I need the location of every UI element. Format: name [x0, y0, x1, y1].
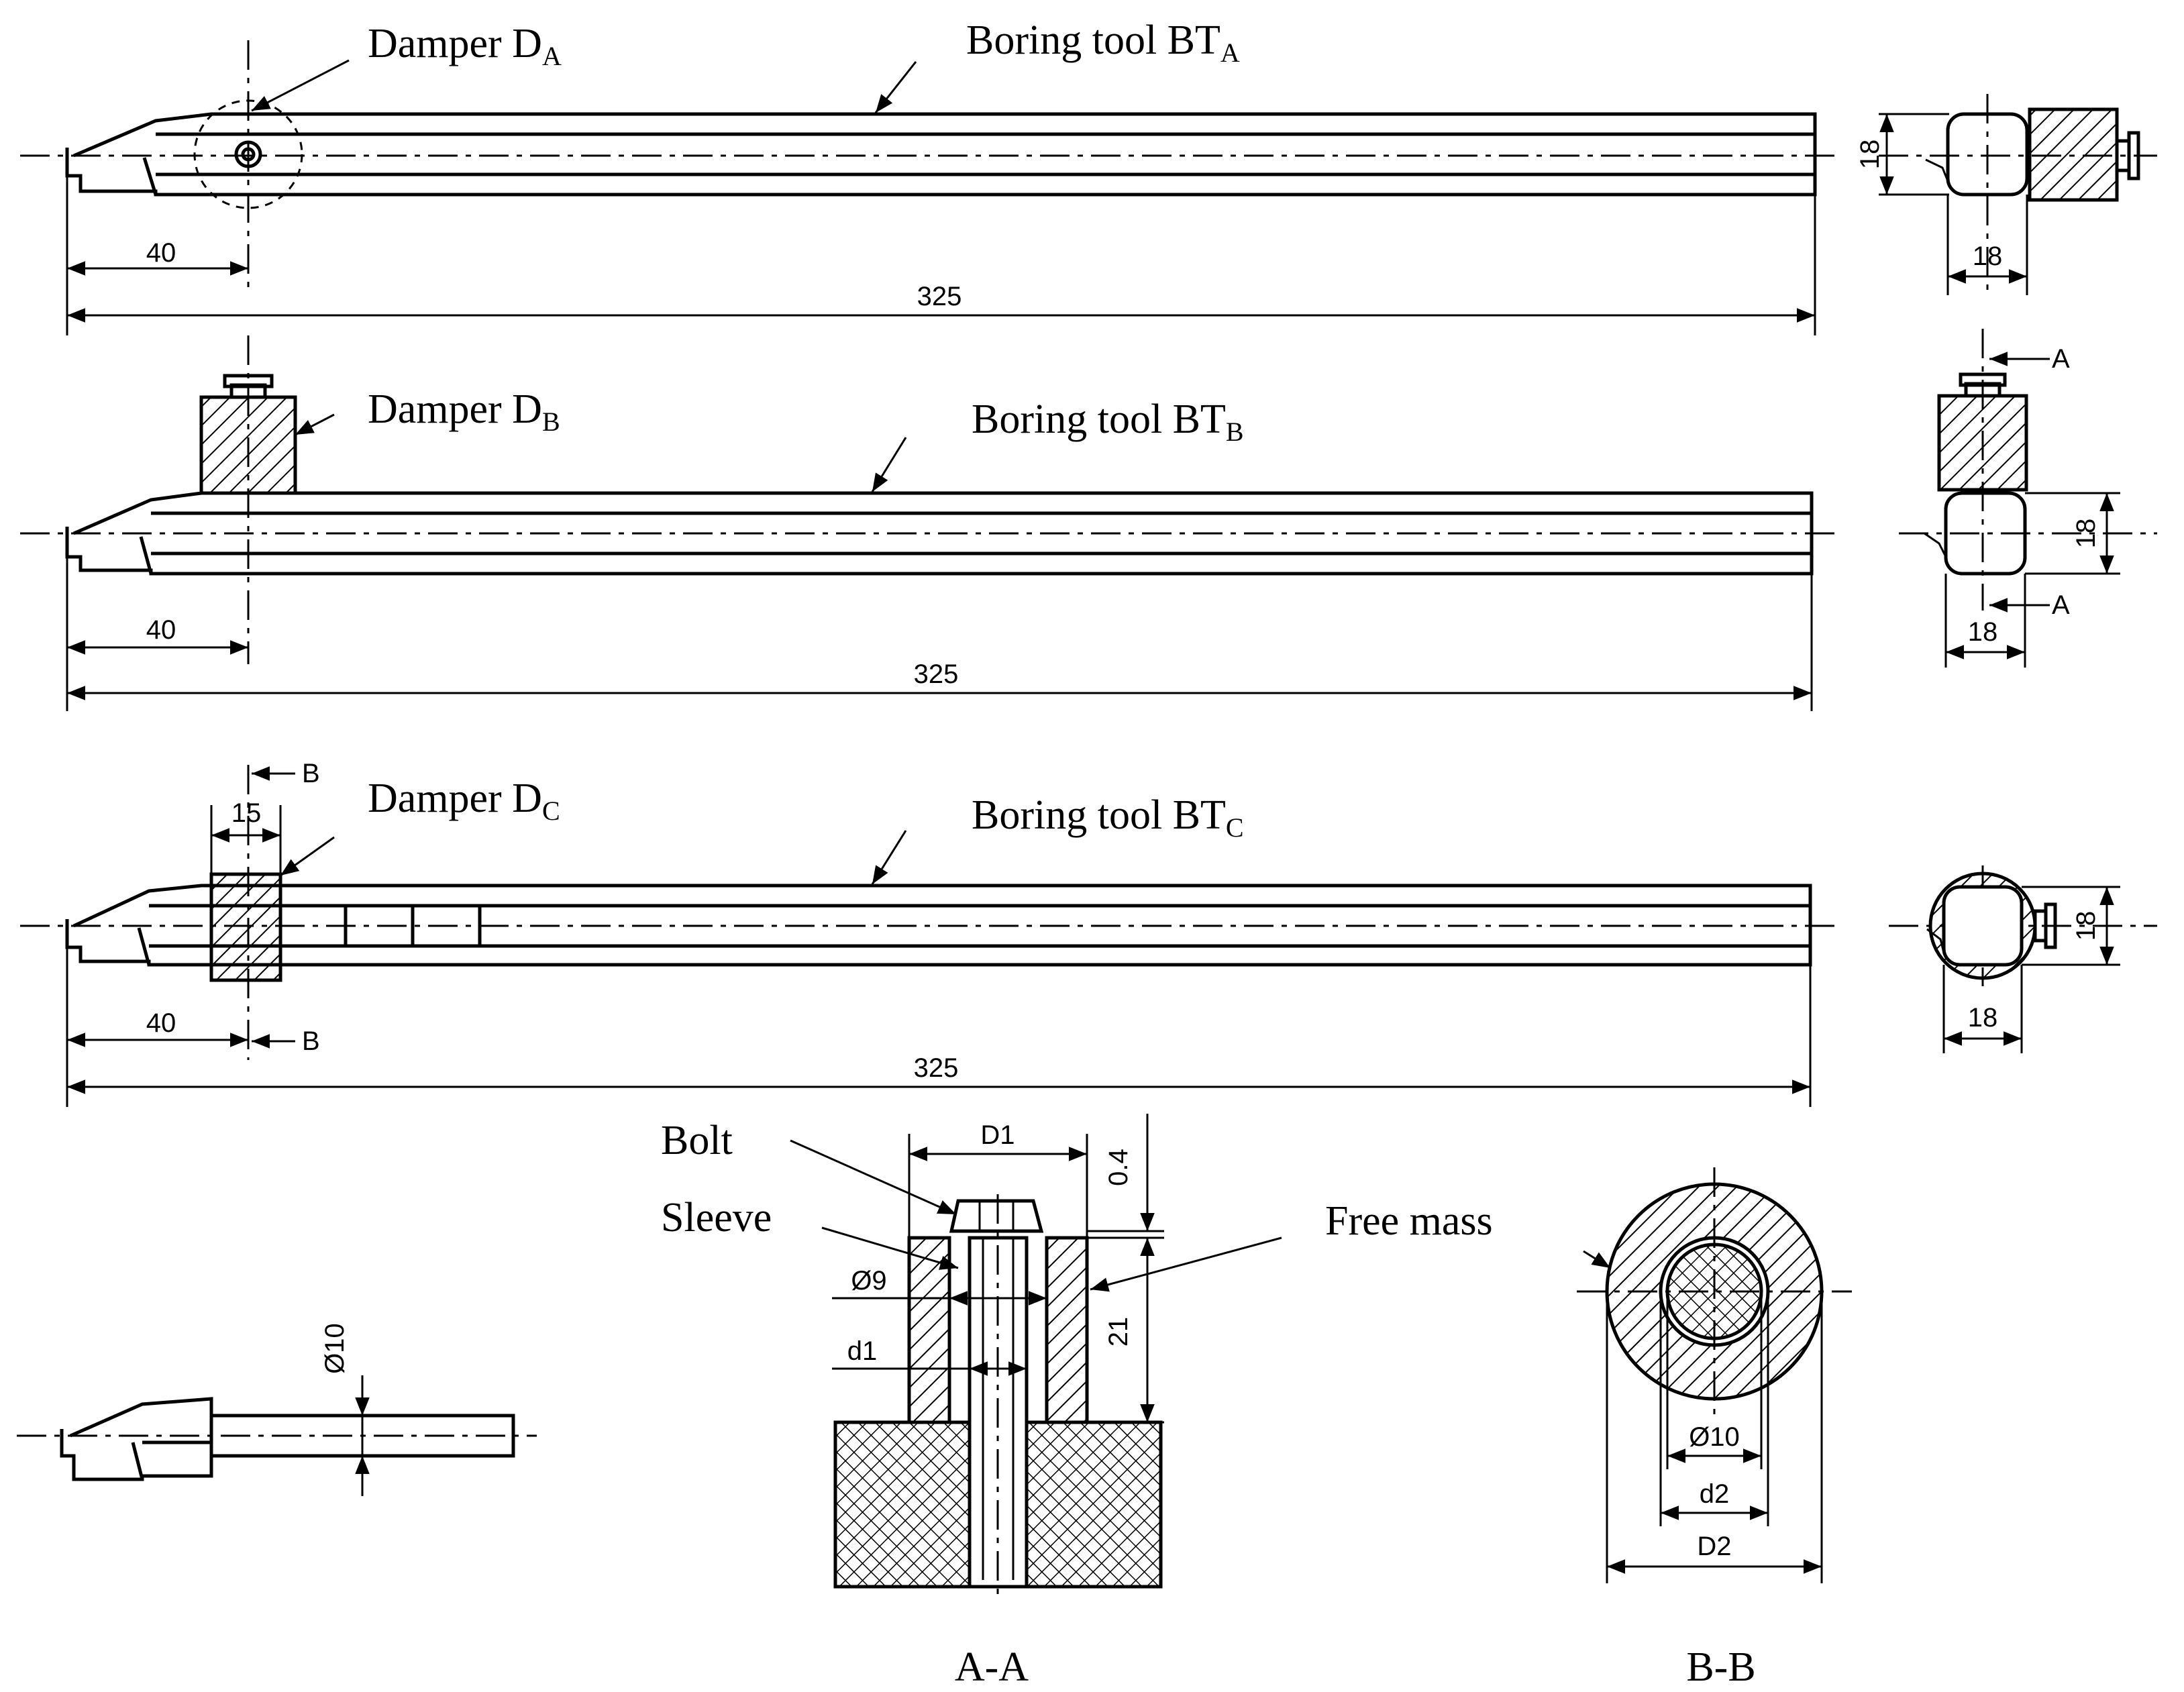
offset-a-dim: 40	[146, 238, 176, 268]
tool-b-label: Boring tool BTB	[972, 396, 1244, 447]
aa-gap-dim: 0.4	[1104, 1149, 1133, 1186]
section-aa-title: A-A	[955, 1644, 1029, 1690]
offset-c-dim: 40	[146, 1008, 176, 1038]
boring-tool-c-view: 40 325 15 B B Damper DC Boring tool BTC	[20, 759, 1835, 1107]
aa-height-dim: 21	[1104, 1317, 1133, 1347]
offset-b-dim: 40	[146, 615, 176, 645]
tool-c-label: Boring tool BTC	[972, 792, 1244, 843]
damper-c	[209, 872, 282, 982]
free-mass-label: Free mass	[1325, 1198, 1493, 1244]
aa-d1-top-dim: D1	[980, 1120, 1015, 1150]
plain-diameter-dim: Ø10	[320, 1323, 350, 1374]
damper-c-label: Damper DC	[368, 776, 560, 826]
end-b-height-dim: 18	[2071, 519, 2101, 549]
aa-d1-dim: d1	[847, 1336, 878, 1366]
section-a-bottom-marker: A	[2052, 590, 2070, 620]
boring-tool-b-view: 40 325 Damper DB Boring tool BTB	[20, 335, 1835, 711]
end-view-b: 18 18 A A	[1899, 329, 2157, 668]
bb-inner-dim: Ø10	[1689, 1422, 1740, 1452]
bb-D2-dim: D2	[1697, 1532, 1731, 1561]
end-a-height-dim: 18	[1855, 140, 1885, 170]
length-a-dim: 325	[917, 282, 962, 311]
length-c-dim: 325	[914, 1053, 959, 1083]
end-a-width-dim: 18	[1973, 242, 2003, 271]
sleeve-label: Sleeve	[661, 1195, 772, 1240]
section-a-top-marker: A	[2052, 344, 2070, 374]
section-b-b: Ø10 d2 D2 B-B	[1577, 1167, 1852, 1690]
end-view-c: 18 18	[1889, 865, 2157, 1053]
length-b-dim: 325	[914, 659, 959, 689]
section-b-bottom-marker: B	[302, 1026, 320, 1056]
damper-b-label: Damper DB	[368, 386, 560, 437]
damper-a-label: Damper DA	[368, 21, 562, 71]
end-view-a: 18 18	[1855, 94, 2157, 295]
aa-bore-dim: Ø9	[851, 1266, 886, 1296]
damper-c-width-dim: 15	[231, 798, 262, 828]
end-c-width-dim: 18	[1968, 1003, 1998, 1033]
plain-boring-tool-view: Ø10	[17, 1323, 537, 1496]
bolt-label: Bolt	[661, 1118, 733, 1163]
tool-a-label: Boring tool BTA	[966, 17, 1240, 68]
end-b-width-dim: 18	[1968, 617, 1998, 647]
bb-d2-dim: d2	[1700, 1479, 1730, 1509]
end-c-height-dim: 18	[2071, 911, 2101, 941]
section-b-top-marker: B	[302, 759, 320, 788]
section-a-a: D1 0.4 21 Ø9 d1 Bolt Sleeve Free mass A-…	[661, 1114, 1493, 1690]
section-bb-title: B-B	[1686, 1644, 1755, 1690]
boring-tool-a-view: 40 325 Damper DA Boring tool BTA	[20, 17, 1835, 335]
